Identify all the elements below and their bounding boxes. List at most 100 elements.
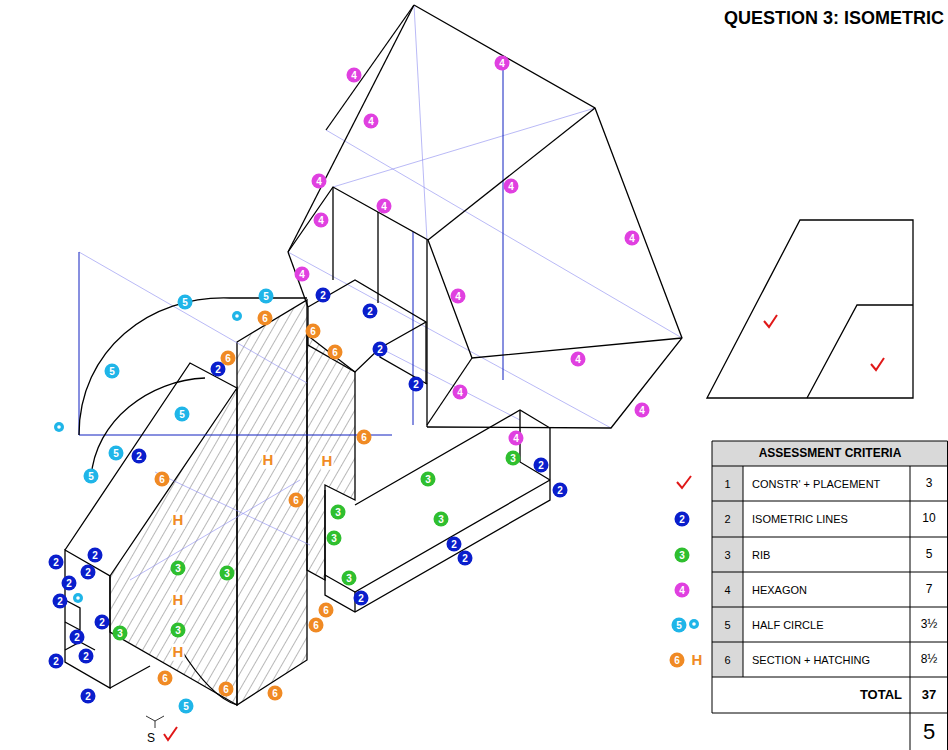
table-cell: 3½ (921, 618, 938, 631)
hexagon-prism (288, 5, 682, 428)
callout-number: 2 (553, 483, 568, 498)
callout-number: 2 (49, 555, 64, 570)
table-cell: ISOMETRIC LINES (752, 513, 848, 525)
callout-number: 6 (309, 618, 324, 633)
callout-number: 2 (81, 565, 96, 580)
callout-number: 4 (509, 431, 524, 446)
callout-number: 2 (354, 591, 369, 606)
callout-number: 5 (109, 446, 124, 461)
table-cell: 5 (926, 548, 933, 561)
callout-number: 4 (625, 231, 640, 246)
hatch-letter: H (172, 644, 185, 661)
table-cell: SECTION + HATCHING (752, 653, 870, 665)
callout-number: 5 (178, 295, 193, 310)
table-cell: 6 (724, 653, 730, 665)
table-cell: 3 (926, 477, 933, 490)
tick-mark (164, 315, 884, 740)
table-header: ASSESSMENT CRITERIA (759, 447, 902, 460)
callout-number: 2 (363, 304, 378, 319)
callout-number: 2 (81, 689, 96, 704)
callout-number: 4 (504, 179, 519, 194)
hatch-letter: H (172, 592, 185, 609)
callout-number: 4 (571, 352, 586, 367)
callout-number: 6 (268, 686, 283, 701)
callout-number: 2 (534, 458, 549, 473)
table-cell: 7 (926, 583, 933, 596)
callout-number: 6 (306, 324, 321, 339)
callout-number: 3 (113, 626, 128, 641)
table-cell: 2 (724, 513, 730, 525)
hatch-letter: H (321, 453, 334, 470)
callout-number: 5 (105, 364, 120, 379)
callout-number: 4 (675, 582, 690, 597)
callout-number: 3 (675, 547, 690, 562)
callout-number: 3 (421, 472, 436, 487)
callout-number: 6 (155, 472, 170, 487)
table-cell: 5 (724, 618, 730, 630)
table-cell: CONSTR' + PLACEMENT (752, 477, 880, 489)
callout-number: 2 (675, 512, 690, 527)
callout-number: 2 (447, 537, 462, 552)
half-circle (79, 298, 307, 478)
axis-symbol (146, 716, 164, 728)
table-cell: 37 (922, 688, 936, 702)
callout-number: 3 (171, 623, 186, 638)
callout-number: 4 (364, 114, 379, 129)
section-hatching (110, 300, 355, 705)
callout-number: 6 (258, 311, 273, 326)
callout-number: 2 (88, 548, 103, 563)
callout-number: 4 (295, 267, 310, 282)
callout-number: 4 (451, 289, 466, 304)
callout-number: 6 (221, 351, 236, 366)
callout-number: 2 (70, 630, 85, 645)
callout-number: 3 (171, 561, 186, 576)
callout-number: 5 (672, 617, 687, 632)
callout-number: 2 (79, 649, 94, 664)
callout-number: 3 (342, 571, 357, 586)
table-cell: 4 (724, 583, 730, 595)
page-number: 5 (923, 719, 935, 743)
block (308, 187, 427, 384)
construction-lines (79, 5, 682, 580)
callout-number: 2 (49, 654, 64, 669)
callout-number: 4 (377, 199, 392, 214)
table-cell: TOTAL (860, 688, 902, 702)
callout-number: 3 (331, 505, 346, 520)
callout-number: 4 (312, 174, 327, 189)
blue-construction (79, 63, 503, 435)
callout-number: 2 (409, 377, 424, 392)
callout-number: 6 (357, 430, 372, 445)
callout-number: 6 (670, 652, 685, 667)
callout-number: 6 (289, 493, 304, 508)
callout-number: 2 (62, 576, 77, 591)
callout-number: 2 (53, 594, 68, 609)
callout-number: 4 (635, 403, 650, 418)
callout-number: 5 (84, 469, 99, 484)
table-cell: 10 (922, 512, 935, 525)
callout-number: 2 (316, 288, 331, 303)
assessment-table (712, 441, 948, 750)
callout-number: 5 (175, 407, 190, 422)
callout-number: 6 (319, 603, 334, 618)
callout-number: 3 (327, 531, 342, 546)
callout-number: 2 (373, 342, 388, 357)
table-cell: 8½ (921, 653, 938, 666)
hatch-letter: H (262, 452, 275, 469)
title: QUESTION 3: ISOMETRIC (724, 8, 944, 29)
callout-number: 4 (495, 56, 510, 71)
callout-number: 2 (132, 449, 147, 464)
hatch-letter: H (691, 651, 704, 668)
callout-number: 3 (434, 512, 449, 527)
callout-number: 6 (219, 682, 234, 697)
table-cell: RIB (752, 548, 770, 560)
callout-number: 5 (259, 289, 274, 304)
table-cell: HALF CIRCLE (752, 618, 824, 630)
base-and-rib (65, 363, 237, 705)
side-view (707, 220, 913, 398)
hatch-letter: H (172, 512, 185, 529)
callout-number: 6 (328, 345, 343, 360)
callout-number: 4 (347, 68, 362, 83)
callout-number: 2 (458, 551, 473, 566)
